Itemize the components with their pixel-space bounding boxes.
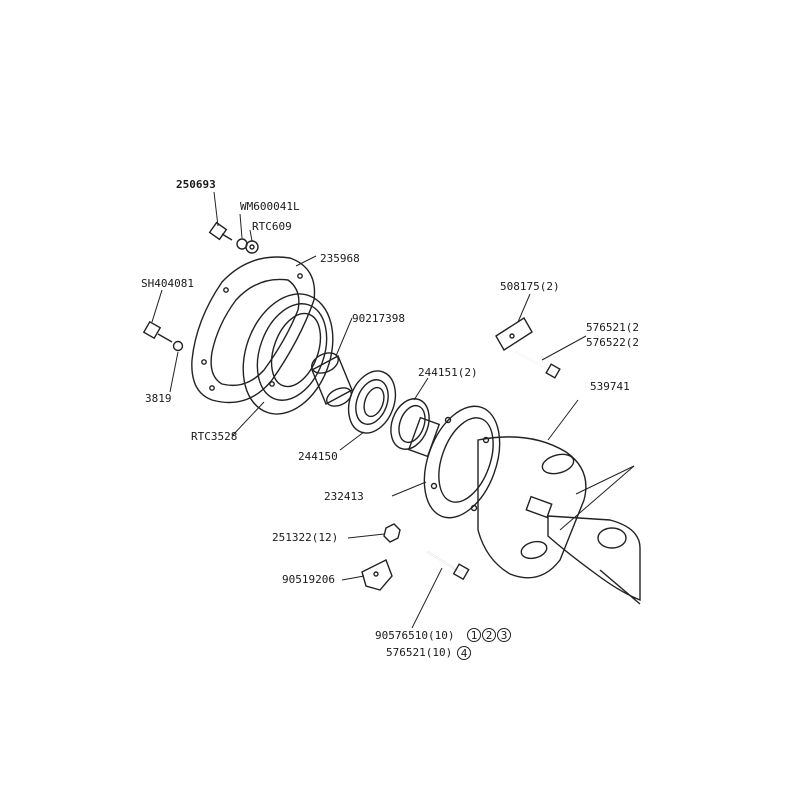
bolt-576521-top [515, 351, 561, 379]
ring-244151 [390, 398, 430, 450]
washer-3819 [172, 340, 184, 352]
label-235968: 235968 [320, 252, 360, 265]
label-576521-top: 576521(2 [586, 321, 639, 334]
bolt-250693 [208, 221, 233, 241]
seal-rtc3528 [242, 293, 334, 415]
svg-text:2: 2 [486, 629, 493, 642]
label-244150: 244150 [298, 450, 338, 463]
circled-number-2: 2 [482, 628, 496, 642]
label-576521-bottom: 576521(10) [386, 646, 452, 659]
bearing-244150 [347, 370, 397, 434]
label-90576510: 90576510(10) [375, 629, 454, 642]
circled-number-3: 3 [497, 628, 511, 642]
label-90519206: 90519206 [282, 573, 335, 586]
label-wm600041l: WM600041L [240, 200, 300, 213]
flange-plate-235968 [191, 256, 316, 404]
callout-labels: 250693 WM600041L RTC609 235968 SH404081 … [141, 178, 639, 660]
label-rtc3528: RTC3528 [191, 430, 237, 443]
label-3819: 3819 [145, 392, 172, 405]
circled-number-1: 1 [467, 628, 481, 642]
label-250693: 250693 [176, 178, 216, 191]
yoke-539741 [477, 436, 587, 579]
leader-lines [151, 191, 635, 629]
svg-text:1: 1 [471, 629, 478, 642]
label-rtc609: RTC609 [252, 220, 292, 233]
nut-251322 [383, 523, 401, 543]
label-244151: 244151(2) [418, 366, 478, 379]
label-251322: 251322(12) [272, 531, 338, 544]
label-576522: 576522(2 [586, 336, 639, 349]
label-90217398: 90217398 [352, 312, 405, 325]
sleeve-90217398 [311, 352, 353, 407]
bolt-sh404081 [142, 320, 173, 343]
label-sh404081: SH404081 [141, 277, 194, 290]
label-508175: 508175(2) [500, 280, 560, 293]
svg-text:3: 3 [501, 629, 508, 642]
label-539741: 539741 [590, 380, 630, 393]
bolt-90576510 [427, 551, 470, 581]
circled-number-4: 4 [457, 646, 471, 660]
svg-text:4: 4 [461, 647, 468, 660]
label-232413: 232413 [324, 490, 364, 503]
driveshaft-yoke [547, 515, 641, 605]
washer-rtc609 [245, 240, 259, 254]
flange-yoke-232413 [407, 405, 501, 519]
clip-90519206 [361, 559, 393, 591]
bracket-508175 [495, 317, 533, 351]
